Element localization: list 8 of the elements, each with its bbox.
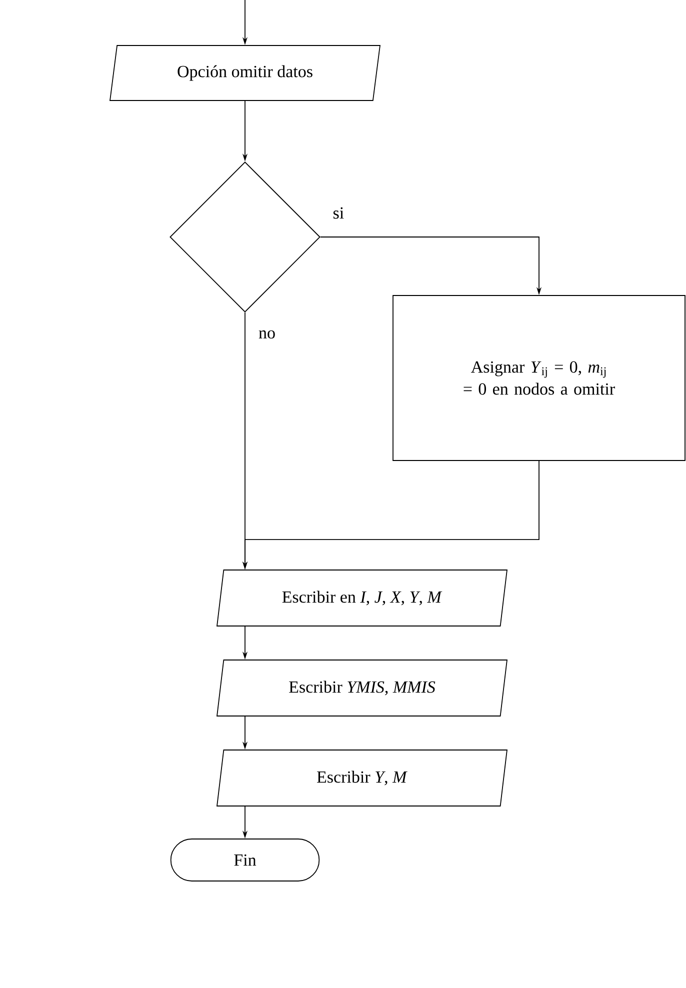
decision-diamond (170, 162, 320, 312)
edge-label: si (332, 206, 346, 220)
edge-label: no (258, 329, 276, 340)
process-box: Asignar Y$_{ij}$ = 0, m$_{ij}$ = 0 en nodos a omitir (392, 295, 686, 461)
io-parallelogram: Escribir YMIS, MMIS (216, 660, 508, 716)
io-parallelogram: Escribir Y, M (216, 750, 508, 806)
terminal-box: Fin (170, 838, 320, 882)
io-parallelogram: Escribir en I, J, X, Y, M (216, 570, 508, 626)
